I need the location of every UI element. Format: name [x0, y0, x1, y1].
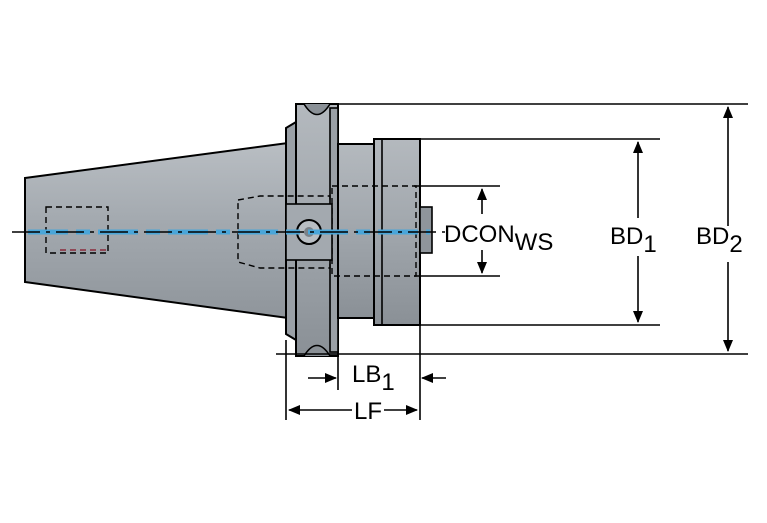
- bd2-label: BD2: [696, 223, 743, 258]
- bd1-label: BD1: [610, 223, 657, 258]
- v-groove-top: [303, 103, 331, 116]
- dcon-ws-label: DCONWS: [444, 221, 553, 256]
- dimension-lines: [288, 106, 733, 415]
- extension-lines: [276, 103, 748, 420]
- lf-label: LF: [354, 398, 382, 425]
- lb1-label: LB1: [352, 361, 395, 396]
